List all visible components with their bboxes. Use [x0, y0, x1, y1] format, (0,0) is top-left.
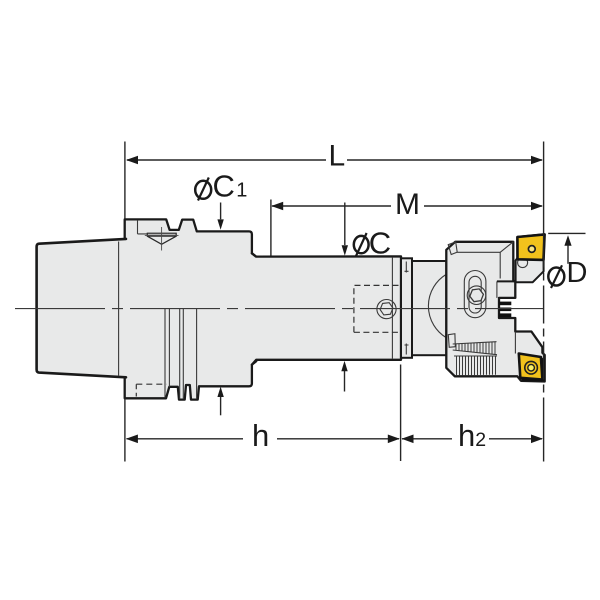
svg-text:L: L — [329, 139, 346, 172]
svg-text:h: h — [252, 418, 269, 453]
svg-text:1: 1 — [236, 179, 247, 201]
svg-text:C: C — [213, 168, 235, 203]
svg-text:M: M — [395, 188, 420, 221]
svg-text:D: D — [567, 257, 588, 289]
svg-text:C: C — [369, 226, 391, 261]
